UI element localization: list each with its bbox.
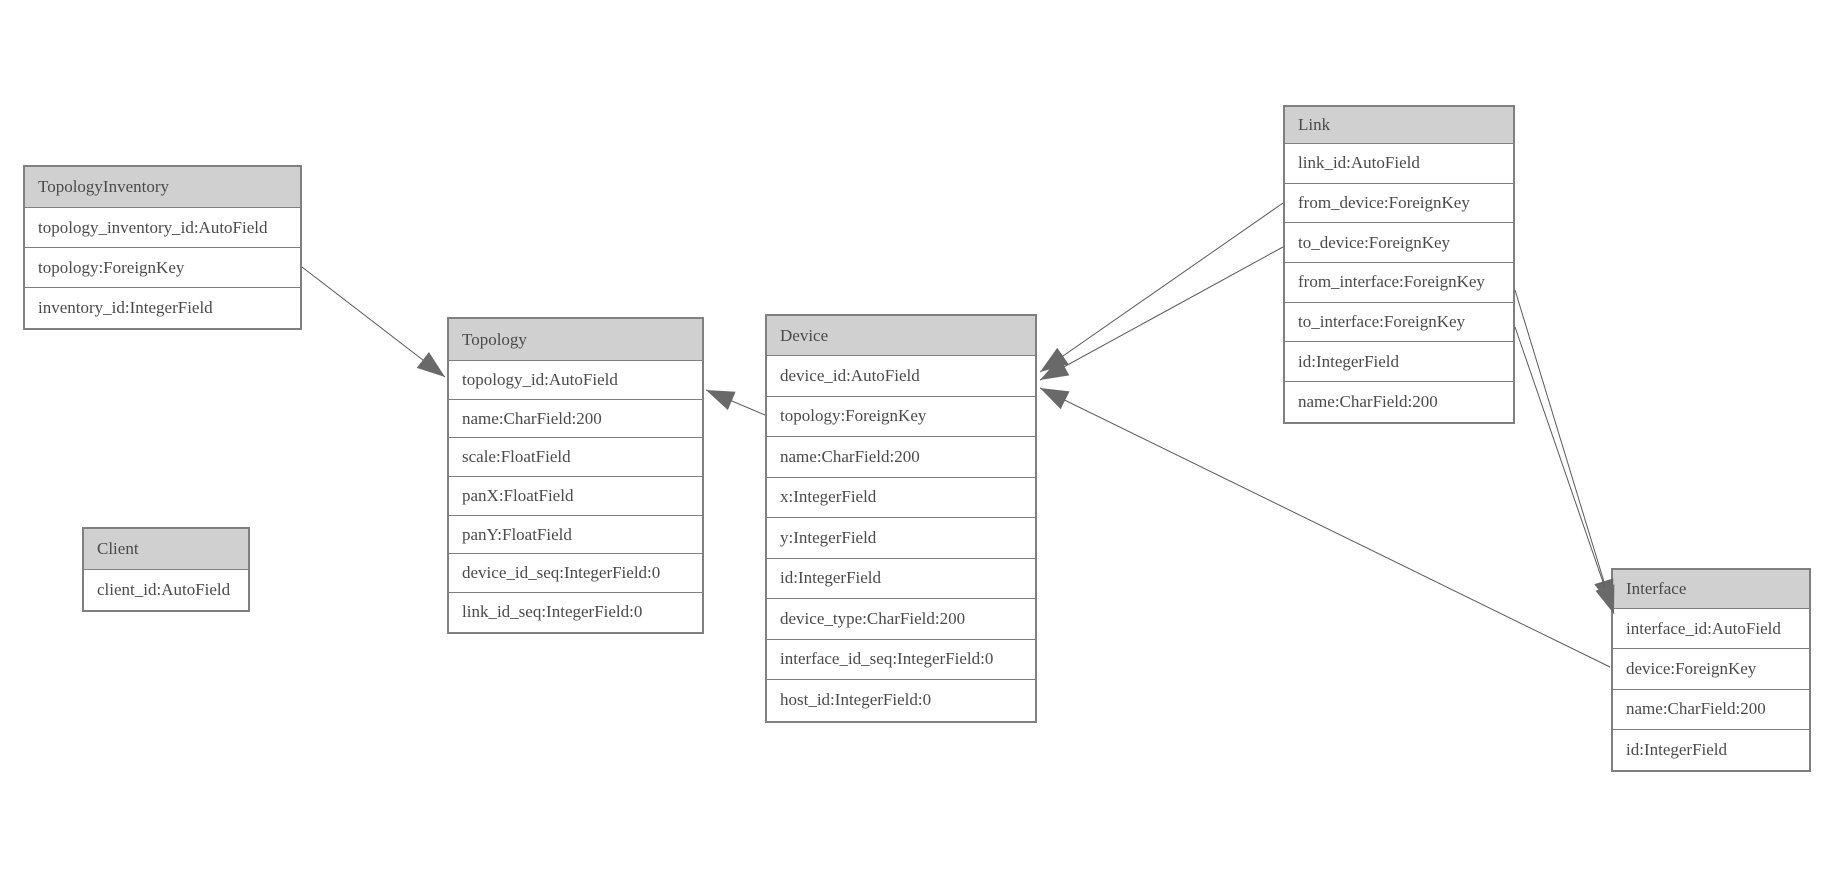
entity-field-row: topology:ForeignKey — [25, 248, 300, 288]
entity-field-row: link_id_seq:IntegerField:0 — [449, 593, 702, 632]
entity-field-row: inventory_id:IntegerField — [25, 288, 300, 328]
relationship-link-to_interface-to-interface — [1514, 326, 1615, 615]
entity-title: TopologyInventory — [25, 167, 300, 208]
entity-field-row: interface_id:AutoField — [1613, 609, 1809, 650]
entity-field-row: name:CharField:200 — [1285, 382, 1513, 422]
entity-field-row: to_interface:ForeignKey — [1285, 302, 1513, 343]
entity-field-row: host_id:IntegerField:0 — [767, 680, 1035, 721]
relationship-interface-device-to-device — [1039, 387, 1611, 668]
entity-field-row: scale:FloatField — [449, 438, 702, 478]
entity-field-row: from_device:ForeignKey — [1285, 183, 1513, 224]
relationship-link-to_device-to-device — [1039, 246, 1284, 381]
entity-field-row: y:IntegerField — [767, 518, 1035, 559]
entity-field-row: name:CharField:200 — [1613, 689, 1809, 730]
entity-field-row: to_device:ForeignKey — [1285, 223, 1513, 264]
entity-field-row: panY:FloatField — [449, 515, 702, 555]
entity-field-row: device_id:AutoField — [767, 356, 1035, 397]
entity-field-row: device:ForeignKey — [1613, 649, 1809, 690]
entity-field-row: topology:ForeignKey — [767, 396, 1035, 437]
entity-title: Topology — [449, 319, 702, 361]
entity-field-row: panX:FloatField — [449, 477, 702, 516]
entity-title: Link — [1285, 107, 1513, 144]
entity-field-row: x:IntegerField — [767, 477, 1035, 518]
entity-field-row: name:CharField:200 — [767, 437, 1035, 478]
entity-field-row: device_id_seq:IntegerField:0 — [449, 554, 702, 594]
entity-title: Device — [767, 316, 1035, 356]
entity-field-row: from_interface:ForeignKey — [1285, 263, 1513, 303]
entity-field-row: topology_inventory_id:AutoField — [25, 208, 300, 248]
entity-field-row: id:IntegerField — [1285, 342, 1513, 383]
entity-field-row: device_type:CharField:200 — [767, 599, 1035, 640]
entity-field-row: interface_id_seq:IntegerField:0 — [767, 639, 1035, 680]
relationship-link-from_interface-to-interface — [1514, 289, 1614, 609]
entity-field-row: topology_id:AutoField — [449, 361, 702, 400]
relationship-link-from_device-to-device — [1039, 202, 1284, 373]
relationship-topologyinventory-topology-to-topology — [301, 266, 446, 378]
relationship-device-topology-to-topology — [705, 389, 766, 416]
entity-field-row: name:CharField:200 — [449, 399, 702, 439]
entity-title: Client — [84, 529, 248, 570]
entity-field-row: id:IntegerField — [767, 558, 1035, 599]
entity-title: Interface — [1613, 570, 1809, 609]
entity-field-row: id:IntegerField — [1613, 729, 1809, 770]
entity-field-row: client_id:AutoField — [84, 570, 248, 610]
entity-field-row: link_id:AutoField — [1285, 144, 1513, 184]
